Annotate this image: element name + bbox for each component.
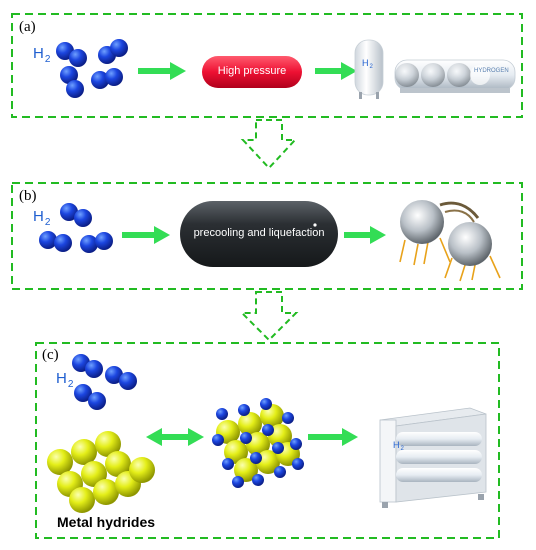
h2-symbol: H [33,45,44,62]
panel-a-arrow-2 [315,62,357,80]
down-arrow-b-to-c [239,291,299,342]
tank-h2-subscript: 2 [369,64,373,70]
tank-h2-symbol: H [362,58,369,68]
panel-a-h2-molecules [56,39,128,98]
panel-a-h2-label: H2 [33,45,51,65]
panel-a-label: (a) [19,19,36,35]
h2-subscript: 2 [67,379,74,390]
panel-b-label: (b) [19,188,37,204]
panel-b-h2-label: H2 [33,208,51,228]
high-pressure-capsule [202,56,302,88]
panel-a-border [11,13,523,118]
hydrogen-tube-trailer [394,59,516,93]
panel-c-double-arrow [146,428,204,446]
metal-hydride-storage-box [379,407,487,508]
capsule-highlight [313,223,317,227]
panel-a-arrow-1 [138,62,186,80]
liquid-hydrogen-spheres [399,200,501,282]
panel-b-h2-molecules [39,203,113,253]
panel-b-arrow-2 [344,226,386,244]
h2-symbol: H [33,208,44,225]
high-pressure-label: High pressure [217,65,287,77]
panel-c-border [35,342,500,539]
liquefaction-label: precooling and liquefaction [193,227,325,239]
single-hydrogen-tank [354,39,384,99]
trailer-brand-label: HYDROGEN [474,68,509,74]
h2-subscript: 2 [44,217,51,228]
tank-h2-label: H2 [362,58,373,70]
panel-b-arrow-1 [122,226,170,244]
panel-c-h2-label: H2 [56,370,74,390]
box-h2-subscript: 2 [400,446,404,452]
down-arrow-a-to-b [240,119,298,170]
h2-symbol: H [56,370,67,387]
metal-hydride-lattice [47,431,155,513]
metal-hydrides-label: Metal hydrides [57,514,156,530]
liquefaction-capsule [180,201,338,267]
panel-b-border [11,182,523,290]
panel-c-h2-molecules [72,354,137,410]
hydrided-metal-lattice [212,398,304,488]
h2-subscript: 2 [44,54,51,65]
box-h2-label: H2 [393,440,404,452]
panel-c-arrow [308,428,358,446]
box-h2-symbol: H [393,440,400,450]
panel-c-label: (c) [42,347,59,363]
